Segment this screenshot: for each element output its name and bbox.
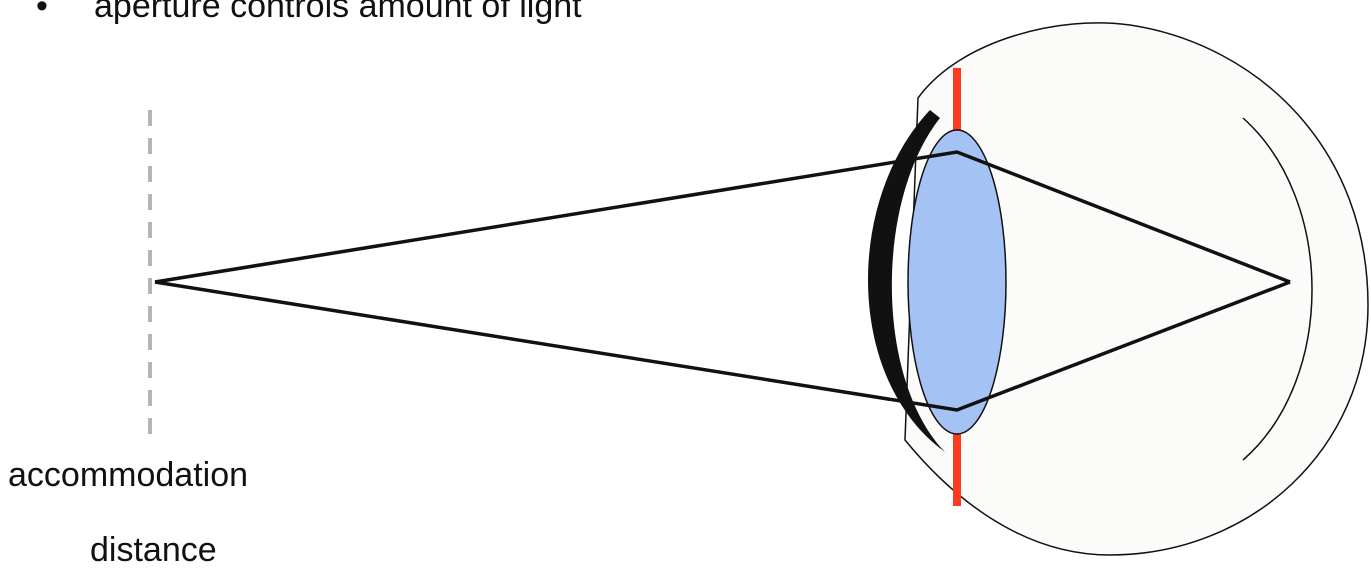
distance-label: distance xyxy=(90,530,217,570)
lens xyxy=(908,130,1006,434)
accommodation-label: accommodation xyxy=(8,455,248,495)
